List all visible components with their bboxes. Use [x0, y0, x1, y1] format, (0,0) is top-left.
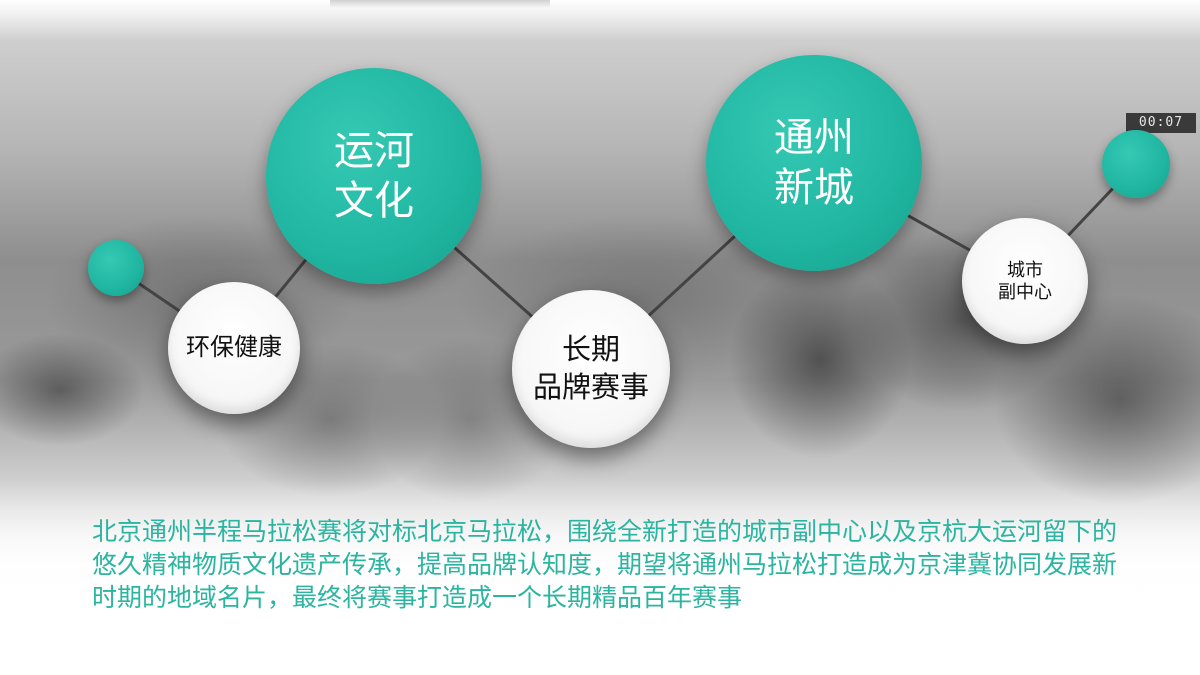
circle-eco-health: 环保健康	[168, 282, 300, 414]
background-fade-bottom	[0, 480, 1200, 675]
circle-city-sub-center: 城市 副中心	[962, 218, 1088, 344]
small-teal-dot-left	[88, 240, 144, 296]
circle-canal-culture: 运河 文化	[266, 68, 482, 284]
circle-tongzhou-new-city-label: 通州 新城	[774, 116, 854, 210]
race-clock-display: 00:07	[1126, 113, 1196, 133]
description-paragraph: 北京通州半程马拉松赛将对标北京马拉松，围绕全新打造的城市副中心以及京杭大运河留下…	[92, 518, 1118, 612]
circle-city-sub-center-label: 城市 副中心	[998, 260, 1052, 302]
circle-eco-health-label: 环保健康	[186, 334, 282, 361]
small-teal-dot-right	[1102, 130, 1170, 198]
circle-canal-culture-label: 运河 文化	[334, 129, 414, 223]
background-fade-top	[0, 0, 1200, 40]
circle-long-term-brand-event: 长期 品牌赛事	[512, 290, 670, 448]
circle-tongzhou-new-city: 通州 新城	[706, 55, 922, 271]
circle-long-term-brand-event-label: 长期 品牌赛事	[532, 334, 649, 404]
top-shadow-bar	[330, 0, 550, 8]
